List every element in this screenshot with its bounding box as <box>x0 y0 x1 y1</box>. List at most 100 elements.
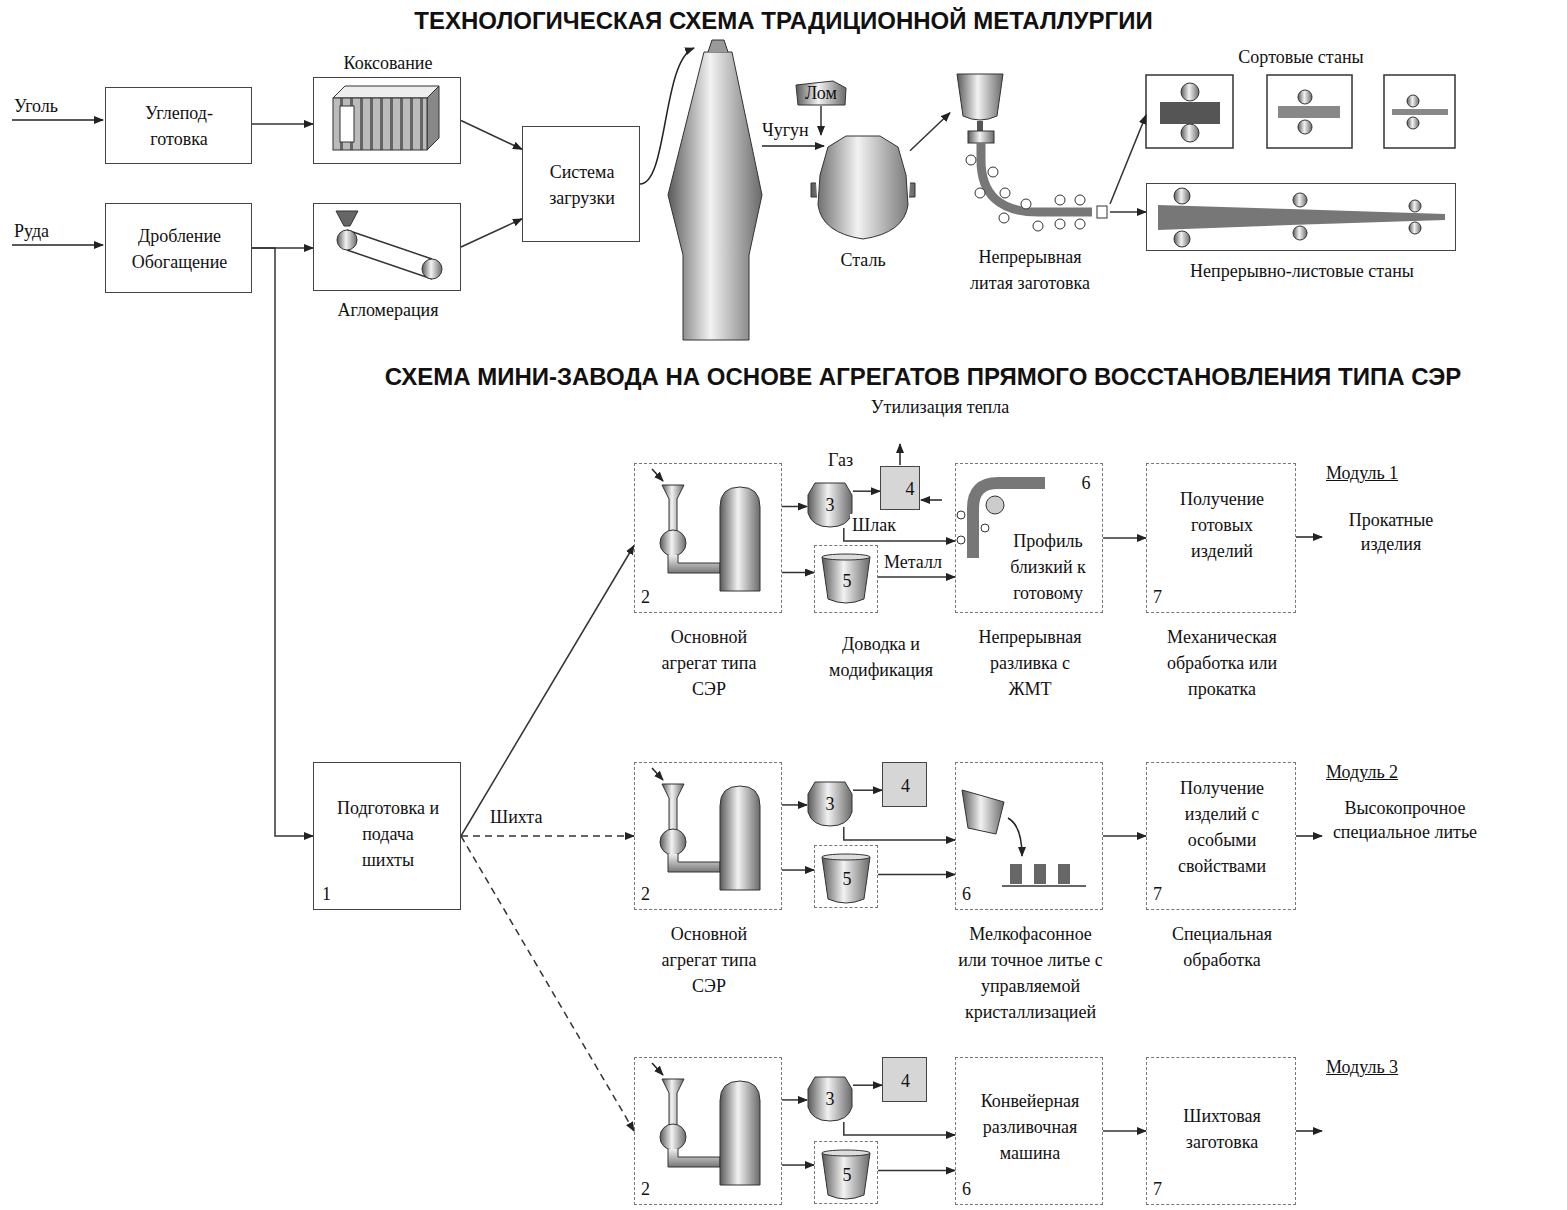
continuous-caster <box>957 74 1003 120</box>
continuous-caster <box>957 74 1107 231</box>
ser-unit <box>652 469 760 591</box>
sinter-machine <box>336 211 358 226</box>
module-box: 5Доводка и модификация <box>814 545 878 613</box>
edge-label: Шлак <box>850 514 898 536</box>
process-box: 4 <box>882 1057 927 1102</box>
ser-unit <box>652 768 760 890</box>
node-label: Механическая обработка или прокатка <box>1157 624 1287 702</box>
node-label: 2 <box>641 584 661 610</box>
module-box: Получение готовых изделий7Механическая о… <box>1146 463 1296 613</box>
node-label: Подготовка и подача шихты <box>336 795 440 873</box>
strip-mill <box>1409 222 1421 234</box>
node-label: Агломерация <box>304 297 472 323</box>
process-box: 4 <box>880 466 920 510</box>
continuous-caster <box>975 188 985 198</box>
ser-unit <box>652 469 760 1185</box>
casting-mould <box>957 536 965 544</box>
precision-casting <box>1034 864 1046 884</box>
connector <box>461 219 522 247</box>
continuous-caster <box>1075 219 1085 229</box>
flow-label: Утилизация тепла <box>870 397 1010 418</box>
continuous-caster <box>1000 188 1010 198</box>
strip-mill <box>1293 226 1307 240</box>
node-label: Шихтовая заготовка <box>1147 1103 1297 1155</box>
module-box: Шихтовая заготовка7 <box>1146 1057 1296 1205</box>
process-box: Коксование <box>313 77 461 164</box>
coke-oven <box>333 86 439 150</box>
input-label: Уголь <box>14 94 84 118</box>
node-label: Непрерывная литая заготовка <box>970 244 1090 296</box>
edge-label: Металл <box>882 551 944 573</box>
node-label: 3 <box>807 1086 853 1112</box>
node-label: Система загрузки <box>527 159 637 211</box>
node-label: 5 <box>829 568 865 594</box>
section-mill <box>1278 106 1340 118</box>
module-box: 6Профиль близкий к готовомуНепрерывная р… <box>955 463 1103 613</box>
edge-label: Шихта <box>488 806 544 828</box>
node-label: Сталь <box>806 247 920 273</box>
process-box: Подготовка и подача шихты 1 <box>313 762 461 910</box>
node-label: Сортовые станы <box>1146 44 1456 70</box>
connector <box>782 1164 814 1166</box>
module-title: Модуль 3 <box>1326 1055 1446 1079</box>
node-label: Мелкофасонное или точное литье с управля… <box>953 921 1108 1025</box>
sinter-machine <box>336 211 442 279</box>
section-mill <box>1146 75 1455 148</box>
process-box: Агломерация <box>313 203 461 291</box>
connector <box>782 804 807 806</box>
module-title: Модуль 2 <box>1326 760 1446 784</box>
output-arrow <box>1296 537 1322 1131</box>
connector <box>461 836 634 1131</box>
section-mill <box>1267 75 1352 148</box>
sinter-machine <box>422 259 442 279</box>
node-outline <box>796 81 846 105</box>
node-label: 4 <box>901 476 919 502</box>
connector <box>878 1170 955 1172</box>
node-label: 1 <box>322 881 342 907</box>
continuous-caster <box>988 167 998 177</box>
blast-furnace <box>762 145 824 147</box>
continuous-caster <box>1075 195 1085 205</box>
process-box: Система загрузки <box>522 126 640 242</box>
process-box: 4 <box>882 762 927 807</box>
node-label: 6 <box>1074 470 1098 496</box>
section-heading: СХЕМА МИНИ-ЗАВОДА НА ОСНОВЕ АГРЕГАТОВ ПР… <box>288 362 1558 392</box>
diagram-title: ТЕХНОЛОГИЧЕСКАЯ СХЕМА ТРАДИЦИОННОЙ МЕТАЛ… <box>0 6 1567 36</box>
connector <box>853 1084 882 1086</box>
feed-arrow <box>12 244 103 246</box>
node-outline <box>808 782 852 826</box>
flow-label: Чугун <box>762 118 826 142</box>
node-outline <box>808 1077 852 1121</box>
section-mill <box>1384 75 1455 148</box>
node-label: 7 <box>1153 584 1173 610</box>
section-mill <box>1146 75 1233 148</box>
section-mill <box>1407 117 1419 129</box>
node-label: 7 <box>1153 881 1173 907</box>
ladle-symbol <box>822 854 870 903</box>
blast-furnace <box>708 40 728 52</box>
sinter-machine <box>337 230 357 250</box>
process-box: Непрерывная литая заготовка <box>950 68 1110 228</box>
continuous-caster <box>999 213 1009 223</box>
connector <box>878 576 955 578</box>
precision-casting <box>962 790 1004 834</box>
node-label: 3 <box>807 791 853 817</box>
section-mill <box>1407 95 1419 107</box>
precision-casting <box>1002 885 1086 887</box>
node-label: Коксование <box>304 50 472 76</box>
module-box: 5 <box>814 1141 878 1204</box>
heat-exchanger <box>899 444 901 465</box>
coke-oven <box>333 86 439 98</box>
section-mill <box>1181 124 1199 142</box>
precision-casting <box>1008 818 1022 856</box>
blast-furnace <box>668 52 762 340</box>
output-arrow <box>1296 536 1322 538</box>
node-outline <box>816 135 910 240</box>
connector <box>853 490 880 492</box>
precision-casting <box>1010 864 1022 884</box>
strip-mill <box>1409 200 1421 212</box>
node-label: Дробление Обогащение <box>110 223 249 275</box>
process-box: Непрерывно-листовые станы <box>1146 183 1456 251</box>
node-label: 4 <box>883 773 928 799</box>
module-box: 6Мелкофасонное или точное литье с управл… <box>955 762 1103 910</box>
